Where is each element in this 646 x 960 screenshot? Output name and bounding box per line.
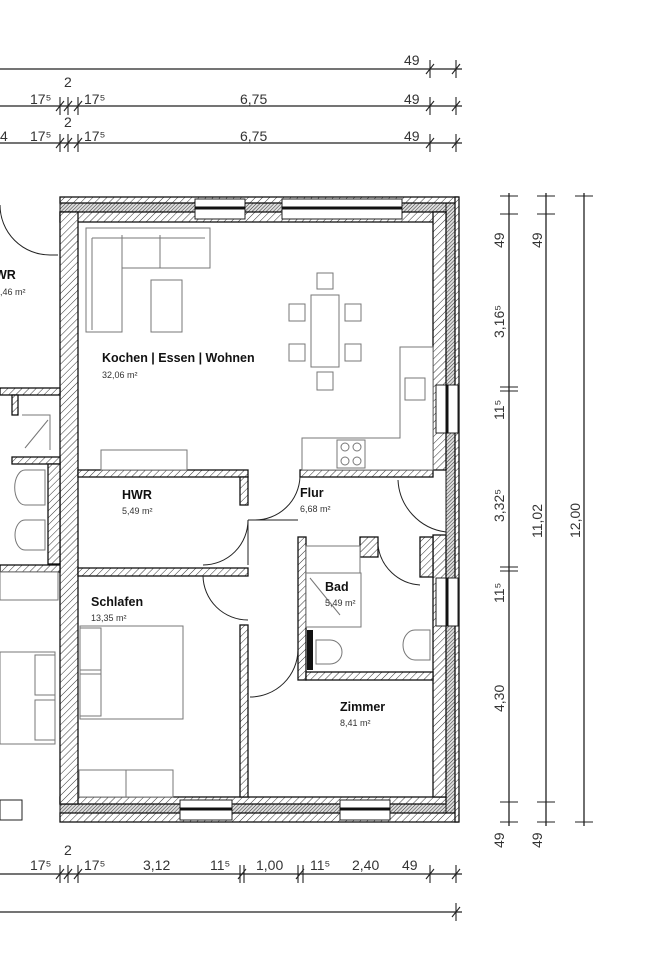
room-area: 8,41 m²	[340, 718, 371, 728]
dim-label: 49	[404, 52, 420, 68]
dim-label: 2,40	[352, 857, 379, 873]
dim-label: 49	[491, 232, 507, 248]
dim-label: 3,16⁵	[491, 305, 507, 338]
walls	[0, 196, 460, 823]
neighbor-furniture	[0, 414, 59, 745]
kitchen-counter	[301, 346, 434, 471]
dim-label: 49	[402, 857, 418, 873]
toilet-icon	[307, 630, 343, 670]
sofa	[85, 227, 211, 333]
dim-label: 6,75	[240, 91, 267, 107]
dim-label: 49	[404, 128, 420, 144]
dining-set	[288, 272, 362, 391]
dim-label: 49	[529, 232, 545, 248]
dim-label: 49	[491, 832, 507, 848]
room-name: Schlafen	[91, 595, 143, 609]
room-name: Flur	[300, 486, 324, 500]
bath-cabinet	[305, 545, 361, 574]
dim-label: 2	[64, 114, 72, 130]
room-name: Zimmer	[340, 700, 385, 714]
dimension-lines-top: 49 17⁵ 2 17⁵ 6,75 49 4 17⁵ 2 17⁵ 6,75 49	[0, 52, 462, 152]
room-name: Bad	[325, 580, 349, 594]
dim-label: 1,00	[256, 857, 283, 873]
shower	[305, 572, 362, 628]
room-area: 5,49 m²	[325, 598, 356, 608]
dim-label: 3,32⁵	[491, 489, 507, 522]
dim-label: 11⁵	[491, 583, 507, 603]
room-name: WR	[0, 268, 16, 282]
dim-label: 4,30	[491, 685, 507, 712]
dim-label: 2	[64, 74, 72, 90]
dim-label: 17⁵	[30, 128, 51, 144]
room-area: ,46 m²	[0, 287, 26, 297]
room-labels: Kochen | Essen | Wohnen 32,06 m² HWR 5,4…	[0, 268, 385, 728]
wardrobe	[78, 769, 174, 798]
dim-label: 17⁵	[30, 91, 51, 107]
furniture	[0, 227, 434, 798]
stove-icon	[336, 439, 366, 469]
dim-label: 17⁵	[84, 128, 105, 144]
dim-label: 11,02	[529, 504, 545, 538]
dim-label: 17⁵	[84, 91, 105, 107]
dimension-lines-right: 49 3,16⁵ 11⁵ 3,32⁵ 11⁵ 4,30 49 49 11,02 …	[491, 193, 593, 848]
washbasin-icon	[402, 629, 431, 661]
dim-label: 3,12	[143, 857, 170, 873]
dim-label: 12,00	[567, 503, 583, 538]
dim-label: 2	[64, 842, 72, 858]
dim-label: 17⁵	[30, 857, 51, 873]
room-area: 13,35 m²	[91, 613, 127, 623]
dim-label: 11⁵	[210, 857, 230, 873]
room-area: 5,49 m²	[122, 506, 153, 516]
room-area: 6,68 m²	[300, 504, 331, 514]
sink-icon	[404, 377, 426, 401]
room-area: 32,06 m²	[102, 370, 138, 380]
dim-label: 11⁵	[491, 400, 507, 420]
dim-label: 17⁵	[84, 857, 105, 873]
dim-label: 6,75	[240, 128, 267, 144]
doors	[0, 204, 447, 698]
dimension-lines-bottom: 17⁵ 2 17⁵ 3,12 11⁵ 1,00 11⁵ 2,40 49	[0, 842, 462, 921]
coffee-table	[150, 279, 183, 333]
dim-label: 11⁵	[310, 857, 330, 873]
dim-label: 49	[529, 832, 545, 848]
dim-label: 49	[404, 91, 420, 107]
bed	[79, 625, 184, 720]
dim-label: 4	[0, 128, 8, 144]
sideboard	[100, 449, 188, 471]
room-name: HWR	[122, 488, 152, 502]
room-name: Kochen | Essen | Wohnen	[102, 351, 255, 365]
windows	[0, 198, 459, 821]
